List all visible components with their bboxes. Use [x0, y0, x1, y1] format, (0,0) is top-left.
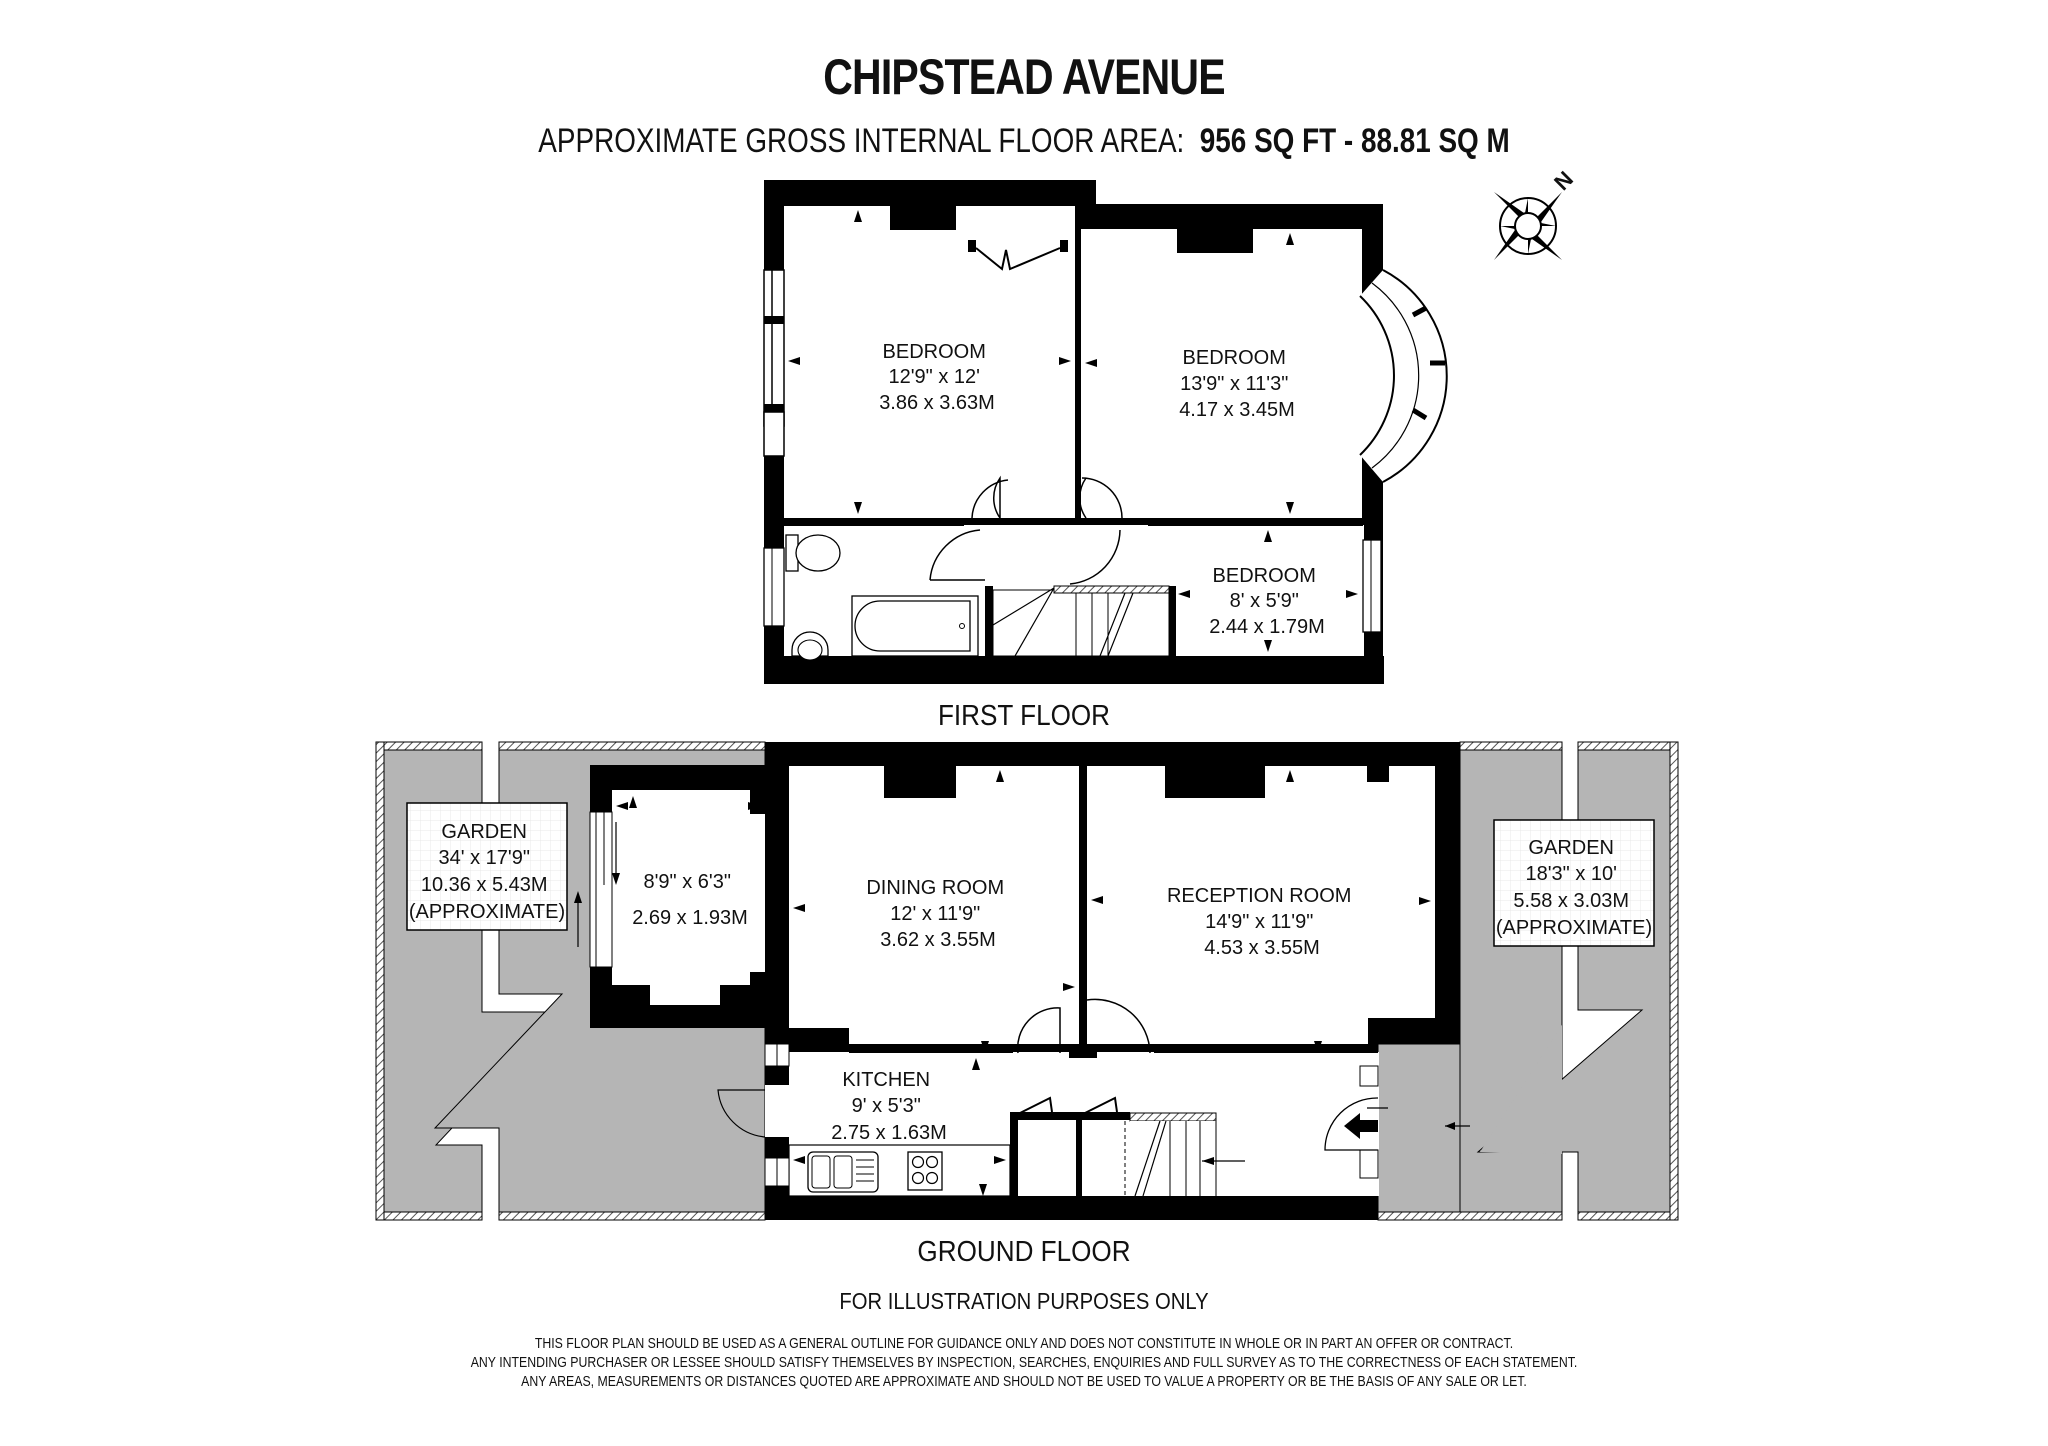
- room-label-reception-room: RECEPTION ROOM 14'9" x 11'9" 4.53 x 3.55…: [1167, 885, 1357, 959]
- garden-right: GARDEN 18'3" x 10' 5.58 x 3.03M (APPROXI…: [1377, 741, 1679, 1221]
- room-label-bedroom-1: BEDROOM 12'9" x 12' 3.86 x 3.63M: [879, 341, 995, 414]
- bath-icon: [851, 595, 979, 657]
- room-label-dining-room: DINING ROOM 12' x 11'9" 3.62 x 3.55M: [866, 877, 1009, 951]
- sink-icon: [807, 1151, 879, 1193]
- room-label-bedroom-3: BEDROOM 8' x 5'9" 2.44 x 1.79M: [1209, 565, 1325, 638]
- room-label-bedroom-2: BEDROOM 13'9" x 11'3" 4.17 x 3.45M: [1179, 347, 1295, 421]
- first-floor-label: FIRST FLOOR: [937, 700, 1111, 732]
- hob-icon: [907, 1151, 943, 1191]
- floor-area-summary: APPROXIMATE GROSS INTERNAL FLOOR AREA: 9…: [184, 122, 1863, 161]
- disclaimer-line: THIS FLOOR PLAN SHOULD BE USED AS A GENE…: [534, 1335, 1514, 1352]
- area-label: APPROXIMATE GROSS INTERNAL FLOOR AREA:: [538, 122, 1185, 160]
- garden-right-label: GARDEN 18'3" x 10' 5.58 x 3.03M (APPROXI…: [1496, 837, 1652, 939]
- page-title: CHIPSTEAD AVENUE: [823, 49, 1225, 105]
- ground-floor-plan: GARDEN 34' x 17'9" 10.36 x 5.43M (APPROX…: [375, 741, 1679, 1221]
- ground-floor-label: GROUND FLOOR: [917, 1236, 1131, 1268]
- room-label-extension: 8'9" x 6'3" 2.69 x 1.93M: [632, 871, 748, 929]
- first-floor-plan: BEDROOM 12'9" x 12' 3.86 x 3.63M BEDROOM…: [763, 180, 1448, 684]
- basin-icon: [791, 631, 829, 661]
- disclaimer-line: ANY INTENDING PURCHASER OR LESSEE SHOULD…: [470, 1354, 1578, 1371]
- disclaimer: THIS FLOOR PLAN SHOULD BE USED AS A GENE…: [184, 1334, 1863, 1391]
- area-separator: -: [1343, 122, 1354, 160]
- illustration-note: FOR ILLUSTRATION PURPOSES ONLY: [839, 1288, 1209, 1314]
- room-label-kitchen: KITCHEN 9' x 5'3" 2.75 x 1.63M: [831, 1069, 947, 1144]
- toilet-icon: [785, 534, 841, 572]
- disclaimer-line: ANY AREAS, MEASUREMENTS OR DISTANCES QUO…: [521, 1373, 1527, 1390]
- area-sqm: 88.81 SQ M: [1360, 122, 1510, 160]
- area-sqft: 956 SQ FT: [1199, 122, 1337, 160]
- entrance-arrow-icon: [1344, 1113, 1378, 1139]
- compass-rose-icon: [1494, 192, 1562, 260]
- garden-left-label: GARDEN 34' x 17'9" 10.36 x 5.43M (APPROX…: [409, 821, 565, 923]
